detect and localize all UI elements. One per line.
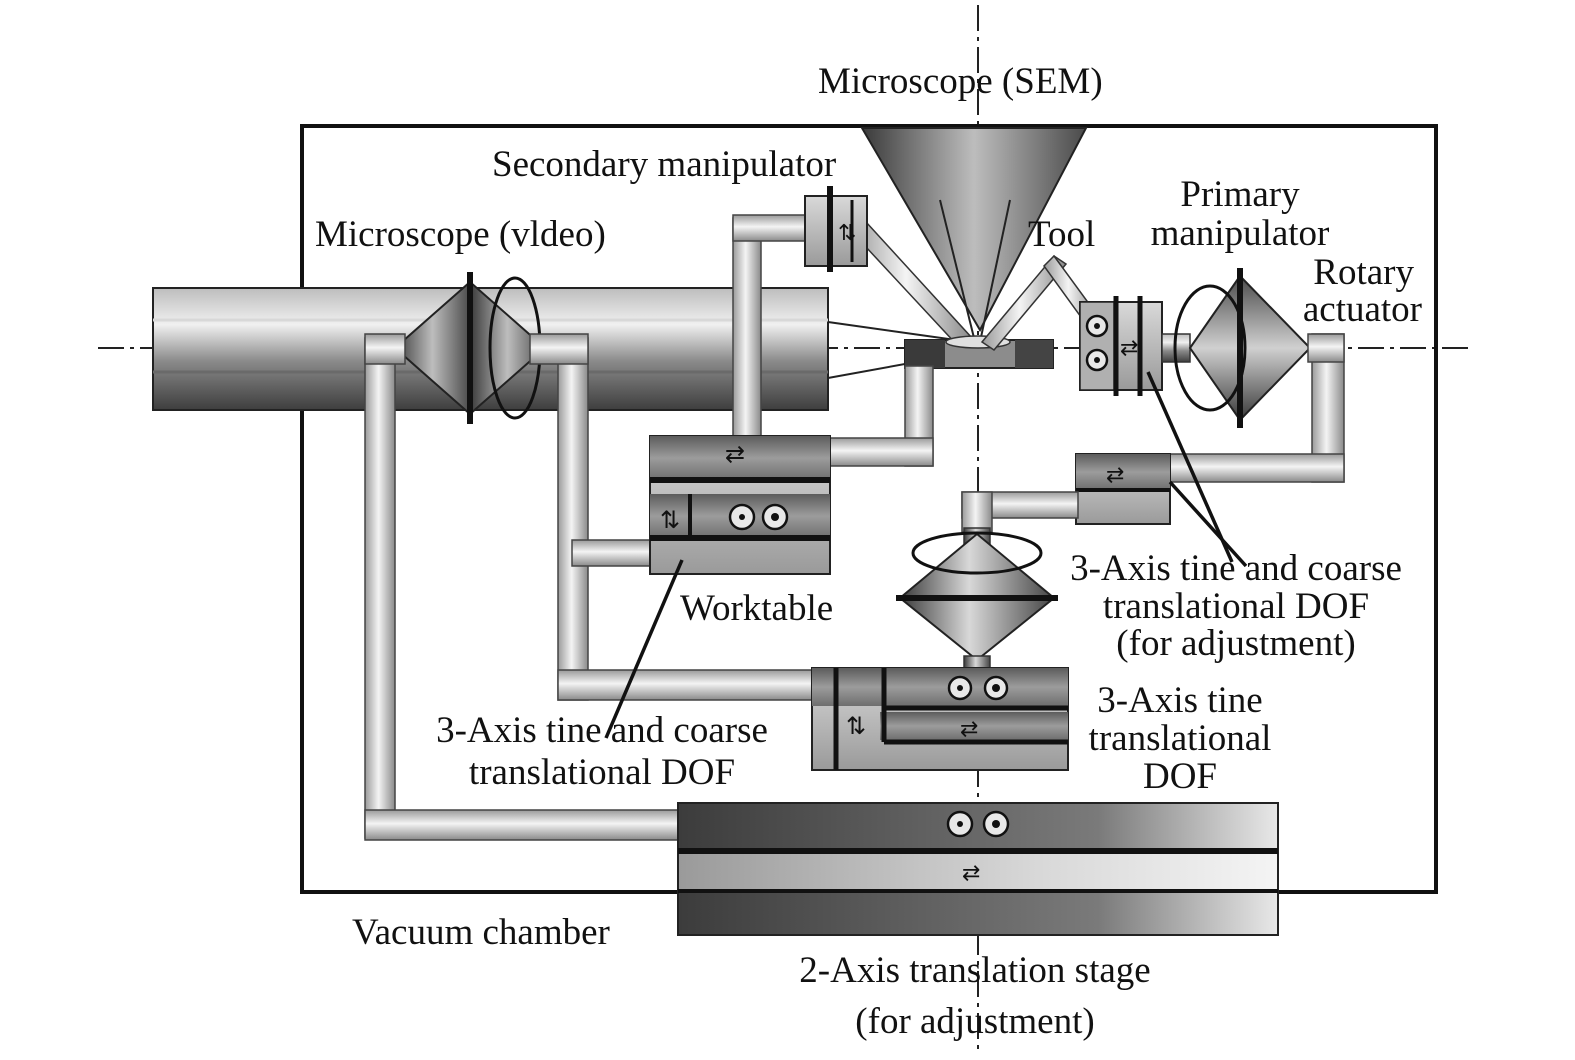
left-support-pipe [364,333,686,841]
worktable-platter [904,335,1054,369]
label-adjust-dof-line1: 3-Axis tine and coarse [1070,548,1402,589]
rotary-support-pipe [1167,333,1345,483]
secondary-manipulator-unit: ⇅ [804,186,868,272]
worktable-support-pipe [827,365,934,467]
label-translation-stage-line1: 2-Axis translation stage [799,950,1150,991]
label-tool: Tool [1028,214,1095,255]
leftright-arrow-icon: ⇄ [1120,336,1138,361]
labels: Microscope (SEM) Secondary manipulator M… [315,61,1422,1042]
updown-arrow-icon: ⇅ [838,221,856,246]
inner-support-pipe [529,333,814,701]
rotary-actuator [1161,268,1312,428]
leftright-arrow-icon: ⇄ [725,440,745,468]
label-microscope-sem: Microscope (SEM) [818,61,1103,102]
primary-adjust-dof-block: ⇄ [1075,453,1171,525]
fine-dof-block: ⇅ ⇄ [811,667,1069,771]
primary-manipulator-unit: ⇄ [1079,296,1163,396]
video-focus-actuator [393,272,547,424]
leftright-arrow-icon: ⇄ [960,717,978,742]
label-primary-manipulator-line1: Primary [1180,174,1300,215]
label-vacuum-chamber: Vacuum chamber [352,912,610,953]
label-rotary-actuator-line2: actuator [1303,289,1422,330]
label-translation-stage-line2: (for adjustment) [855,1001,1094,1042]
label-secondary-manipulator: Secondary manipulator [492,144,836,185]
label-fine-dof-line3: DOF [1143,756,1217,797]
vertical-rotary-actuator [896,527,1058,673]
label-adjust-dof-line2: translational DOF [1103,586,1369,627]
label-microscope-video: Microscope (vldeo) [315,214,606,255]
label-adjust-dof-line3: (for adjustment) [1116,623,1355,664]
label-primary-manipulator-line2: manipulator [1151,213,1330,254]
leader-lines [604,371,1248,739]
label-worktable: Worktable [680,588,833,629]
spindle-feed-pipe [961,491,1079,533]
updown-arrow-icon: ⇅ [660,506,680,534]
label-fine-dof-line2: translational [1089,718,1272,759]
sem-column [860,127,1088,333]
leftright-arrow-icon: ⇄ [1106,463,1124,488]
updown-arrow-icon: ⇅ [846,712,866,740]
translation-stage: ⇄ [677,802,1279,936]
label-rotary-actuator-line1: Rotary [1313,252,1414,293]
leftright-arrow-icon: ⇄ [962,861,980,886]
worktable-dof-block: ⇄ ⇅ [649,435,831,575]
secondary-manipulator-arm [732,214,974,441]
label-coarse-dof-line1: 3-Axis tine and coarse [436,710,768,751]
label-fine-dof-line1: 3-Axis tine [1097,680,1262,721]
label-coarse-dof-line2: translational DOF [469,752,735,793]
